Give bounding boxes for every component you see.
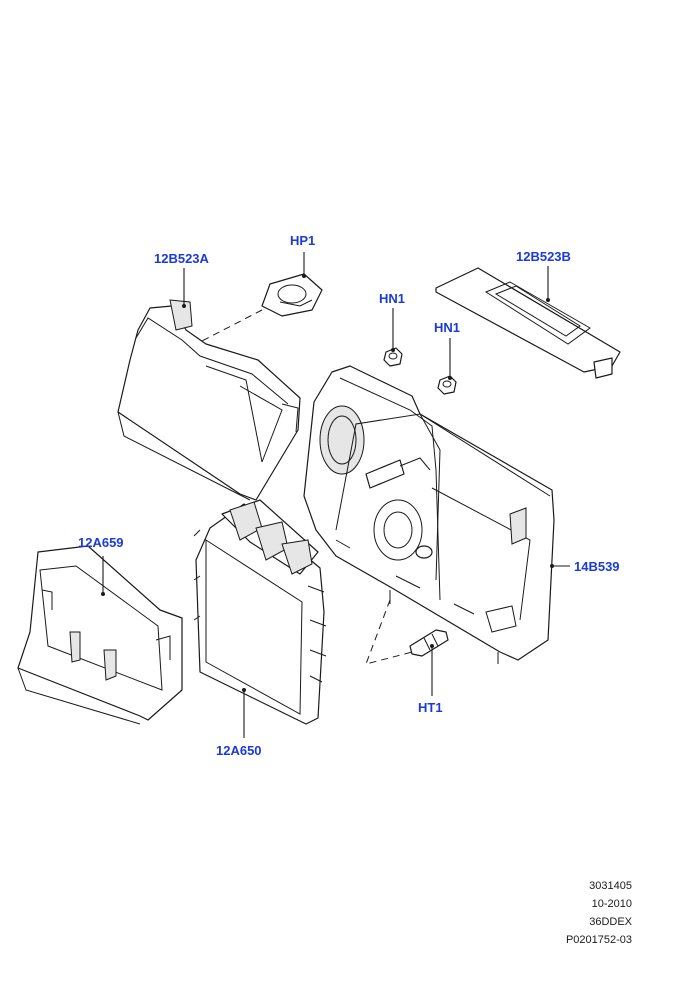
model-code: 36DDEX	[589, 916, 632, 928]
hp1-alignment-line	[199, 309, 263, 343]
callout-12a650: 12A650	[216, 743, 262, 758]
drawing-date: 10-2010	[591, 898, 632, 910]
callout-hp1: HP1	[290, 233, 315, 248]
part-12a650-module	[193, 499, 327, 725]
callout-14b539: 14B539	[574, 559, 620, 574]
part-hn1-nut-left	[383, 347, 403, 367]
part-reference: P0201752-03	[565, 934, 632, 946]
part-hn1-nut-right	[437, 375, 457, 395]
part-12a659-bracket	[17, 545, 183, 725]
callout-hn1-right: HN1	[434, 320, 460, 335]
part-ht1-stud	[409, 629, 449, 657]
callout-12b523b: 12B523B	[516, 249, 571, 264]
callout-ht1: HT1	[418, 700, 443, 715]
callout-12a659: 12A659	[78, 535, 124, 550]
callout-12b523a: 12B523A	[154, 251, 210, 266]
callout-hn1-left: HN1	[379, 291, 405, 306]
part-14b539-housing	[303, 365, 555, 664]
part-12b523b-lid	[435, 267, 621, 379]
drawing-number: 3031405	[589, 880, 632, 892]
part-hp1-bracket	[261, 273, 323, 317]
part-12b523a-cover	[117, 299, 301, 501]
